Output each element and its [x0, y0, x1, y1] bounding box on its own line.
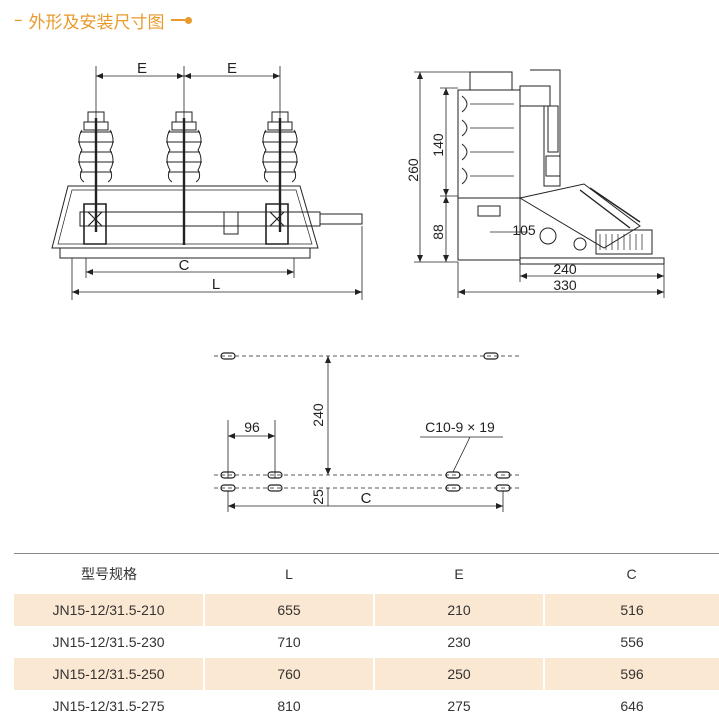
table-header-row: 型号规格 L E C — [14, 553, 719, 595]
cell-e: 230 — [373, 626, 544, 658]
dim-label-c-front: C — [179, 257, 190, 274]
cell-c: 516 — [543, 594, 719, 626]
cell-l: 760 — [203, 658, 374, 690]
insulator-1 — [78, 111, 114, 232]
dim-label-88: 88 — [430, 224, 446, 240]
column-header-l: L — [285, 566, 293, 582]
cell-model: JN15-12/31.5-210 — [14, 594, 204, 626]
technical-drawing: E E C L 260 140 88 105 240 330 96 240 25… — [51, 60, 665, 512]
dim-label-96: 96 — [244, 419, 260, 435]
title-dash: – — [14, 10, 23, 30]
column-header-e: E — [454, 566, 464, 582]
cell-l: 710 — [203, 626, 374, 658]
dim-label-105: 105 — [512, 222, 536, 238]
cell-e: 210 — [373, 594, 544, 626]
cell-c: 556 — [543, 626, 719, 658]
cell-e: 250 — [373, 658, 544, 690]
cell-l: 655 — [203, 594, 374, 626]
cell-c: 646 — [543, 690, 719, 722]
spec-table: 型号规格 L E C JN15-12/31.5-210 655 210 516 … — [14, 553, 719, 722]
dim-label-e2: E — [227, 60, 237, 77]
section-title-text: 外形及安装尺寸图 — [28, 12, 165, 33]
front-view — [51, 66, 363, 300]
insulator-3 — [262, 111, 298, 232]
table-row: JN15-12/31.5-230 710 230 556 — [14, 626, 719, 658]
column-header-c: C — [626, 566, 637, 582]
dim-label-240-side: 240 — [553, 261, 577, 277]
holes-callout: C10-9 × 19 — [425, 419, 495, 435]
dim-label-260: 260 — [405, 158, 421, 182]
dim-label-330: 330 — [553, 277, 577, 293]
table-row: JN15-12/31.5-275 810 275 646 — [14, 690, 719, 722]
dim-label-c-plan: C — [361, 490, 372, 507]
dim-label-140: 140 — [430, 133, 446, 157]
section-title: – 外形及安装尺寸图 — [14, 8, 192, 33]
cell-model: JN15-12/31.5-275 — [52, 698, 165, 714]
dim-label-240-plan: 240 — [310, 403, 326, 427]
side-view — [414, 69, 665, 298]
dim-label-e1: E — [137, 60, 147, 77]
cell-model: JN15-12/31.5-230 — [52, 634, 165, 650]
dim-label-l: L — [212, 276, 220, 293]
mount-plan — [214, 352, 520, 512]
table-row: JN15-12/31.5-250 760 250 596 — [14, 658, 719, 690]
column-header-model: 型号规格 — [81, 566, 137, 582]
table-row: JN15-12/31.5-210 655 210 516 — [14, 594, 719, 626]
cell-e: 275 — [373, 690, 544, 722]
insulator-2 — [166, 111, 202, 245]
title-arrow-decoration — [170, 16, 192, 24]
cell-model: JN15-12/31.5-250 — [14, 658, 204, 690]
dim-label-25: 25 — [310, 489, 326, 505]
cell-c: 596 — [543, 658, 719, 690]
cell-l: 810 — [203, 690, 374, 722]
